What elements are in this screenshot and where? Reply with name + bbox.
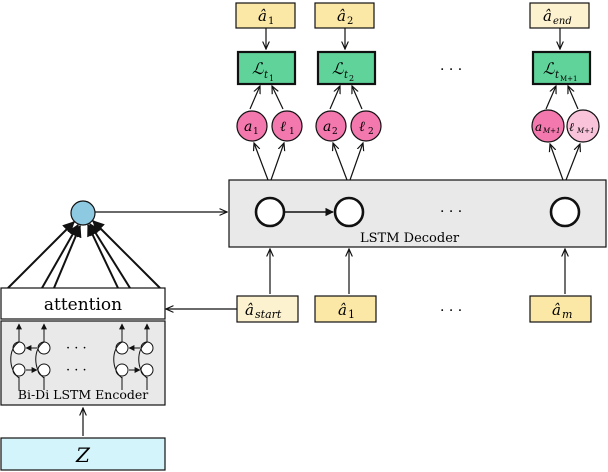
decoder-cell-2 — [333, 196, 365, 228]
loss-label-1-sub: t — [264, 70, 269, 81]
arrow-aM-to-lossend — [545, 86, 556, 110]
decoder-label: LSTM Decoder — [360, 231, 460, 246]
target-label-1-sub: 1 — [268, 16, 274, 27]
output-l-2-sub: 2 — [368, 127, 374, 137]
arrow-attn-to-node-6 — [92, 220, 161, 289]
decoder-cell-1 — [254, 196, 286, 228]
input-start-sub: start — [255, 308, 282, 321]
arrow-lM-to-lossend — [568, 86, 579, 110]
output-l-2: ℓ 2 — [350, 110, 382, 142]
arrow-a2-to-loss2 — [329, 86, 340, 110]
encoder-label: Bi-Di LSTM Encoder — [18, 387, 148, 402]
bi-di-lstm-encoder-block: · · · · · · Bi-Di LSTM Encoder — [0, 320, 166, 406]
lstm-decoder-block: · · · LSTM Decoder — [228, 179, 607, 248]
target-label-end-sub: end — [553, 16, 572, 27]
input-node-1: â 1 — [314, 295, 377, 323]
input-1-sub: 1 — [348, 308, 355, 321]
input-m-sub: m — [562, 308, 572, 321]
arrow-a1-to-loss1 — [249, 86, 260, 110]
arrow-attn-to-node-3 — [53, 224, 82, 289]
input-row-ellipsis: · · · — [440, 303, 462, 319]
loss-label-1-subsub: 1 — [269, 74, 274, 83]
input-z-label: Z — [75, 443, 91, 467]
target-label-2-sub: 2 — [347, 16, 353, 27]
output-a-2-base: a — [323, 119, 331, 135]
output-a-M-base: a — [535, 120, 542, 134]
input-1-base: â — [338, 301, 347, 319]
arrow-cell2-to-l2 — [349, 143, 363, 181]
loss-label-2-base: ℒ — [332, 59, 344, 78]
arrow-l1-to-loss1 — [272, 86, 284, 110]
output-a-2-sub: 2 — [332, 127, 338, 137]
output-a-1-base: a — [244, 119, 252, 135]
target-label-2-base: â — [337, 7, 346, 25]
input-z-block: Z — [0, 437, 166, 471]
loss-row-ellipsis: · · · — [440, 62, 462, 78]
target-label-1-base: â — [258, 7, 267, 25]
attention-context-node — [70, 200, 96, 226]
output-l-M-sub: M+1 — [576, 127, 595, 135]
arrow-attn-to-node-4 — [87, 223, 119, 289]
output-l-M-base: ℓ — [569, 120, 574, 134]
output-l-1-sub: 1 — [289, 127, 295, 137]
encoder-ellipsis-top: · · · — [66, 341, 87, 356]
decoder-ellipsis: · · · — [440, 204, 462, 220]
arrow-cellM-to-lM — [565, 144, 580, 181]
loss-label-end-subsub: M+1 — [560, 75, 578, 83]
input-m-base: â — [552, 301, 561, 319]
input-start-base: â — [245, 301, 254, 319]
target-node-end: â end — [529, 2, 590, 29]
output-a-M-sub: M+1 — [542, 127, 561, 135]
arrow-cell1-to-l1 — [270, 143, 284, 181]
output-a-1: a 1 — [236, 110, 268, 142]
arrow-cell2-to-a2 — [333, 143, 348, 181]
output-l-1-base: ℓ — [280, 119, 286, 135]
attention-label: attention — [44, 295, 122, 315]
arrow-cellM-to-aM — [550, 144, 564, 181]
output-l-2-base: ℓ — [359, 119, 365, 135]
encoder-cells-right — [113, 323, 154, 390]
loss-label-1-base: ℒ — [252, 59, 264, 78]
loss-node-2: ℒ t 2 — [316, 50, 377, 86]
output-l-M: ℓ M+1 — [566, 109, 600, 143]
encoder-cells-left — [10, 323, 51, 390]
loss-node-end: ℒ t M+1 — [531, 50, 592, 86]
input-node-start: â start — [236, 295, 299, 323]
decoder-cell-M — [549, 196, 581, 228]
input-node-m: â m — [529, 295, 592, 323]
arrow-attn-to-node-5 — [89, 222, 131, 289]
loss-node-1: ℒ t 1 — [236, 50, 297, 86]
output-a-M: a M+1 — [531, 109, 565, 143]
output-l-1: ℓ 1 — [271, 110, 303, 142]
arrow-l2-to-loss2 — [352, 86, 363, 110]
loss-label-2-sub: t — [344, 70, 349, 81]
arrow-attn-to-node-1 — [7, 221, 75, 289]
output-a-1-sub: 1 — [253, 127, 259, 137]
loss-label-2-subsub: 2 — [349, 74, 354, 83]
output-a-2: a 2 — [315, 110, 347, 142]
loss-label-end-sub: t — [555, 70, 560, 81]
arrow-attn-to-node-2 — [41, 223, 79, 289]
arrow-cell1-to-a1 — [254, 143, 269, 181]
loss-label-end-base: ℒ — [543, 59, 555, 78]
attention-block: attention — [0, 287, 166, 320]
target-node-2: â 2 — [314, 2, 375, 29]
target-label-end-base: â — [543, 7, 552, 25]
target-node-1: â 1 — [235, 2, 296, 29]
encoder-ellipsis-bottom: · · · — [66, 363, 87, 378]
